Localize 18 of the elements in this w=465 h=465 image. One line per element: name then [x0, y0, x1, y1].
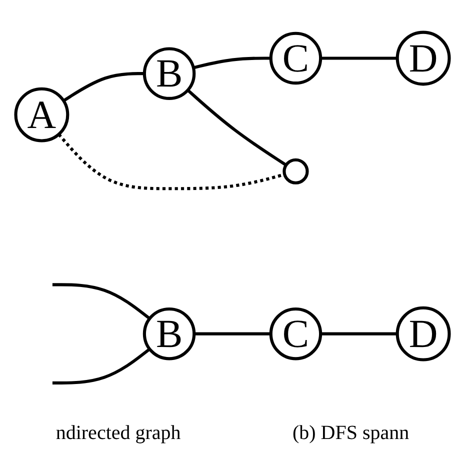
connector [62, 72, 144, 102]
node-circle: A [14, 87, 70, 142]
connector [52, 283, 151, 320]
node-circle: B [142, 307, 196, 360]
connector [320, 332, 398, 336]
connector [194, 332, 271, 336]
caption: ndirected graph [56, 422, 181, 445]
node-circle [282, 158, 309, 184]
connector [52, 348, 151, 384]
connector [320, 56, 398, 60]
node-circle: D [396, 306, 451, 362]
caption: (b) DFS spann [292, 422, 410, 445]
node-circle: D [396, 30, 451, 86]
connector [186, 89, 287, 166]
node-circle: C [269, 32, 322, 85]
node-circle: B [142, 47, 196, 100]
connector [193, 56, 271, 70]
node-circle: C [269, 307, 322, 360]
